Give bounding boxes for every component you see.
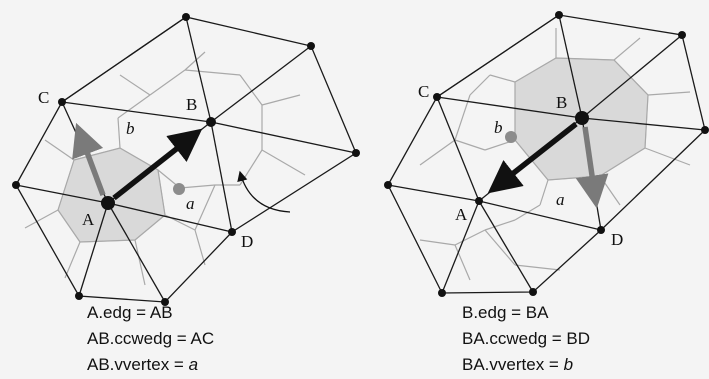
right-caption-3-value: b <box>564 355 573 374</box>
left-label-a: a <box>186 194 195 213</box>
right-label-b: b <box>494 118 503 137</box>
left-caption-line-3: AB.vvertex = a <box>87 355 198 374</box>
right-label-a: a <box>556 190 565 209</box>
left-caption-2-text: AB.ccwedg = AC <box>87 329 214 348</box>
right-caption-line-2: BA.ccwedg = BD <box>462 329 590 348</box>
left-label-B: B <box>186 95 197 114</box>
left-vertex-right <box>352 149 360 157</box>
right-vertex-C <box>433 93 441 101</box>
left-caption-line-2: AB.ccwedg = AC <box>87 329 214 348</box>
left-vertex-A <box>101 196 115 210</box>
right-label-C: C <box>418 82 429 101</box>
left-label-A: A <box>82 210 95 229</box>
right-arrow-BD <box>575 126 609 209</box>
left-label-C: C <box>38 88 49 107</box>
left-caption-3-value: a <box>189 355 198 374</box>
right-vertex-bottom <box>529 288 537 296</box>
left-face-point-a <box>173 183 185 195</box>
right-vertex-D <box>597 226 605 234</box>
right-caption-3-text: BA.vvertex = <box>462 355 564 374</box>
right-vertex-A <box>475 197 483 205</box>
right-vertex-B <box>575 111 589 125</box>
right-vertex-bottom-left <box>438 289 446 297</box>
right-label-B: B <box>556 93 567 112</box>
right-caption-1-text: B.edg = BA <box>462 303 549 322</box>
left-caption-1-text: A.edg = AB <box>87 303 173 322</box>
right-caption-2-text: BA.ccwedg = BD <box>462 329 590 348</box>
right-arrow-BA <box>487 121 578 194</box>
left-caption-line-1: A.edg = AB <box>87 303 173 322</box>
left-caption-3-text: AB.vvertex = <box>87 355 189 374</box>
left-vertex-B <box>206 117 216 127</box>
left-label-D: D <box>241 232 253 251</box>
left-vertex-top <box>182 13 190 21</box>
left-vertex-C <box>58 98 66 106</box>
right-vertex-top-right <box>678 31 686 39</box>
right-label-A: A <box>455 205 468 224</box>
left-voronoi-edges <box>24 51 306 286</box>
right-caption-line-3: BA.vvertex = b <box>462 355 573 374</box>
right-vertex-left <box>384 181 392 189</box>
left-arrow-AB <box>112 128 203 201</box>
right-face-point-b <box>505 131 517 143</box>
left-rotation-arrow <box>237 170 291 213</box>
left-arrow-AC <box>72 122 106 196</box>
left-panel: A B C D a b A.edg = AB AB.ccwedg = AC AB… <box>12 13 360 374</box>
left-vertex-left <box>12 181 20 189</box>
right-panel: A B C D a b B.edg = BA BA.ccwedg = BD BA… <box>384 11 709 374</box>
left-vertex-top-right <box>307 42 315 50</box>
left-vertex-bottom <box>161 298 169 306</box>
right-caption-line-1: B.edg = BA <box>462 303 549 322</box>
left-vertex-bottom-left <box>75 292 83 300</box>
right-vertex-right <box>701 126 709 134</box>
left-vertex-D <box>228 228 236 236</box>
right-label-D: D <box>611 230 623 249</box>
left-delaunay-edges <box>15 16 357 303</box>
right-vertex-top <box>555 11 563 19</box>
left-label-b: b <box>126 119 135 138</box>
